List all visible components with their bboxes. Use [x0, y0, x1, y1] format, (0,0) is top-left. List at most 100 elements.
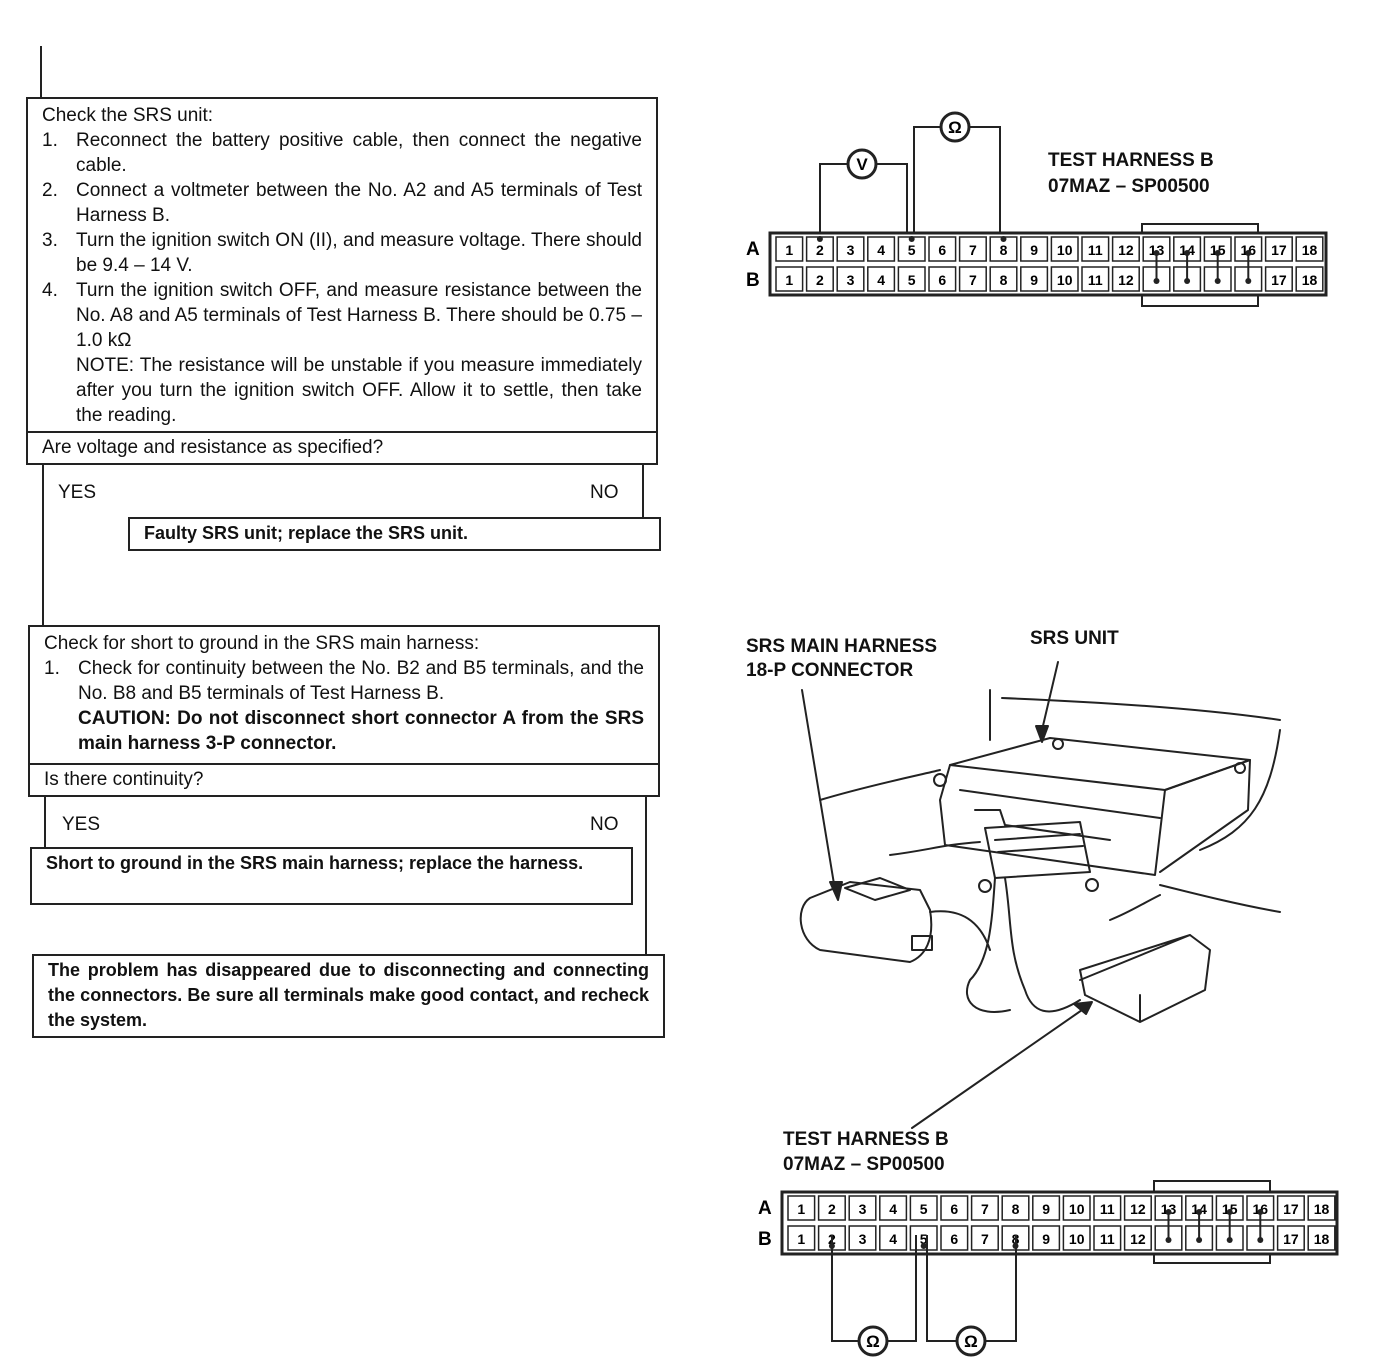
row-a-label: A — [746, 239, 760, 260]
terminal-number: 17 — [1271, 242, 1287, 258]
terminal-number: 1 — [797, 1201, 805, 1217]
terminal-cell — [1264, 266, 1293, 292]
arrowhead — [1073, 1001, 1093, 1015]
terminal-number: 11 — [1100, 1231, 1115, 1247]
step-number: 1. — [44, 658, 60, 679]
terminal-number: 12 — [1130, 1201, 1146, 1217]
srs-unit-check-box: Check the SRS unit: 1. Reconnect the bat… — [26, 97, 658, 465]
step-text: Reconnect the battery positive cable, th… — [76, 130, 642, 176]
jumper-point — [1196, 1237, 1203, 1243]
terminal-number: 4 — [877, 272, 885, 288]
test-harness-plug — [1079, 934, 1211, 1023]
bottom-harness-part-number: 07MAZ – SP00500 — [783, 1154, 945, 1175]
terminal-cell — [1032, 1195, 1061, 1221]
row-b-label: B — [758, 1229, 772, 1250]
ohmmeter-icon — [955, 1325, 987, 1357]
leader-srs-unit — [1041, 661, 1059, 731]
terminal-number: 11 — [1088, 242, 1103, 258]
voltmeter-symbol: V — [856, 155, 868, 174]
srs-question: Are voltage and resistance as specified? — [28, 431, 656, 463]
srs-unit-top — [949, 737, 1251, 791]
terminal-cell — [958, 266, 987, 292]
terminal-number: 13 — [1161, 1201, 1177, 1217]
short-step-1: 1. Check for continuity between the No. … — [44, 656, 644, 756]
step-text: Connect a voltmeter between the No. A2 a… — [76, 180, 642, 226]
terminal-number: 6 — [938, 242, 946, 258]
bottom-harness-diagram: A B 112233445566778899101011111212131415… — [758, 1180, 1339, 1357]
terminal-number: 15 — [1210, 242, 1226, 258]
yes-label-1: YES — [58, 482, 97, 503]
terminal-number: 3 — [859, 1201, 867, 1217]
terminal-cell — [879, 1195, 908, 1221]
jumper-point — [1165, 1237, 1172, 1243]
terminal-cell — [787, 1195, 816, 1221]
terminal-cell — [1081, 236, 1110, 262]
flow-line-no-1 — [642, 465, 644, 517]
terminal-cell — [970, 1195, 999, 1221]
no-label-2: NO — [590, 814, 619, 835]
srs-unit-label: SRS UNIT — [1030, 628, 1119, 649]
terminal-number: 7 — [969, 272, 977, 288]
terminal-number: 1 — [797, 1231, 805, 1247]
terminal-cell — [879, 1225, 908, 1251]
terminal-cell — [1062, 1195, 1091, 1221]
terminal-number: 7 — [969, 242, 977, 258]
terminal-cell — [1307, 1195, 1336, 1221]
short-check-title: Check for short to ground in the SRS mai… — [44, 633, 480, 654]
terminal-number: 3 — [847, 272, 855, 288]
terminal-number: 9 — [1030, 242, 1038, 258]
step-number: 1. — [42, 130, 58, 151]
terminal-cell — [836, 236, 865, 262]
mount-bolt — [933, 773, 947, 787]
terminal-cell — [867, 266, 896, 292]
terminal-cell — [1276, 1195, 1305, 1221]
terminal-cell — [775, 236, 804, 262]
leader-test-harness — [911, 1009, 1083, 1129]
terminal-number: 18 — [1314, 1201, 1330, 1217]
terminal-cell — [940, 1195, 969, 1221]
terminal-number: 7 — [981, 1231, 989, 1247]
terminal-number: 6 — [950, 1231, 958, 1247]
jumper-point — [1226, 1209, 1233, 1215]
mount-bolt — [1085, 878, 1099, 892]
srs-step-2: 2. Connect a voltmeter between the No. A… — [42, 178, 642, 228]
terminal-cell — [1111, 266, 1140, 292]
srs-unit-ribs — [959, 789, 1161, 841]
caution-text: CAUTION: Do not disconnect short connect… — [78, 708, 644, 754]
terminal-cell — [817, 1195, 846, 1221]
terminal-number: 14 — [1179, 242, 1195, 258]
terminal-cell — [1050, 236, 1079, 262]
unit-connector — [984, 821, 1091, 879]
terminal-cell — [1276, 1225, 1305, 1251]
terminal-number: 8 — [1000, 242, 1008, 258]
terminal-number: 4 — [889, 1231, 897, 1247]
jumper-point — [1165, 1209, 1172, 1215]
terminal-cell — [1001, 1195, 1030, 1221]
main-harness-label-line2: 18-P CONNECTOR — [746, 660, 914, 681]
terminal-number: 8 — [1000, 272, 1008, 288]
terminal-number: 12 — [1130, 1231, 1146, 1247]
short-to-ground-result: Short to ground in the SRS main harness;… — [30, 847, 633, 905]
probe-point — [1000, 236, 1007, 242]
terminal-cell — [1307, 1225, 1336, 1251]
ohmmeter-wire — [913, 126, 940, 233]
step-text: Turn the ignition switch OFF, and measur… — [76, 280, 642, 351]
leader-main-harness — [801, 689, 836, 891]
terminal-cell — [1032, 1225, 1061, 1251]
terminal-number: 4 — [877, 242, 885, 258]
jumper-point — [1245, 278, 1252, 284]
jumper-point — [1153, 278, 1160, 284]
srs-unit-illustration — [799, 661, 1281, 1129]
step-text: Turn the ignition switch ON (II), and me… — [76, 230, 642, 276]
jumper-point — [1184, 250, 1191, 256]
jumper-point — [1196, 1209, 1203, 1215]
terminal-cell — [848, 1195, 877, 1221]
terminal-number: 4 — [889, 1201, 897, 1217]
terminal-number: 10 — [1069, 1231, 1085, 1247]
terminal-number: 11 — [1088, 272, 1103, 288]
ohmmeter-wire — [926, 1235, 956, 1342]
terminal-number: 3 — [847, 242, 855, 258]
faulty-srs-unit-result: Faulty SRS unit; replace the SRS unit. — [128, 517, 661, 551]
top-harness-name: TEST HARNESS B — [1048, 150, 1214, 171]
terminal-number: 10 — [1057, 272, 1073, 288]
